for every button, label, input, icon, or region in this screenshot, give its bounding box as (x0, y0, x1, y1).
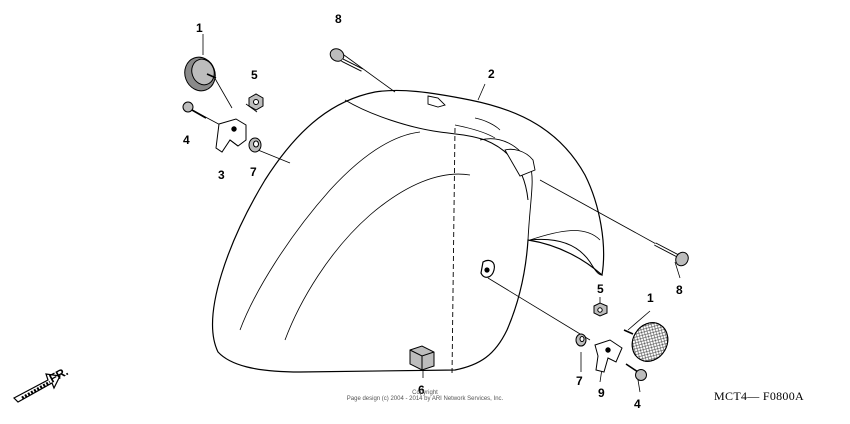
leader-lines (195, 34, 681, 393)
callout-4-right: 4 (634, 397, 641, 411)
callout-1-left: 1 (196, 21, 203, 35)
callout-7-left: 7 (250, 165, 257, 179)
front-direction-arrow (13, 373, 61, 403)
copyright-line-1: Copyright (412, 390, 438, 396)
clip (409, 345, 435, 371)
callout-6: 6 (418, 383, 425, 397)
callout-7-right: 7 (576, 374, 583, 388)
bolt-top (329, 48, 363, 72)
copyright-line-2: Page design (c) 2004 - 2014 by ARI Netwo… (346, 396, 504, 402)
callout-8-top: 8 (335, 12, 342, 26)
callout-8-right: 8 (676, 283, 683, 297)
callout-5-right: 5 (597, 282, 604, 296)
callout-1-right: 1 (647, 291, 654, 305)
nut-left (248, 93, 264, 111)
center-line (451, 127, 456, 376)
callout-2: 2 (488, 67, 495, 81)
screw-left (182, 101, 207, 119)
reflector-left (184, 56, 217, 92)
collar-right (575, 333, 587, 347)
screw-right (625, 363, 647, 381)
nut-right (593, 302, 608, 317)
front-fender (212, 89, 605, 373)
bracket-right (594, 339, 623, 373)
callout-4-left: 4 (183, 133, 190, 147)
bolt-right (654, 242, 689, 267)
reflector-right (623, 322, 669, 362)
bracket-left (215, 118, 247, 153)
callout-9: 9 (598, 386, 605, 400)
collar-left (248, 137, 262, 153)
callout-5-left: 5 (251, 68, 258, 82)
callout-3: 3 (218, 168, 225, 182)
diagram-code: MCT4— F0800A (714, 389, 804, 403)
